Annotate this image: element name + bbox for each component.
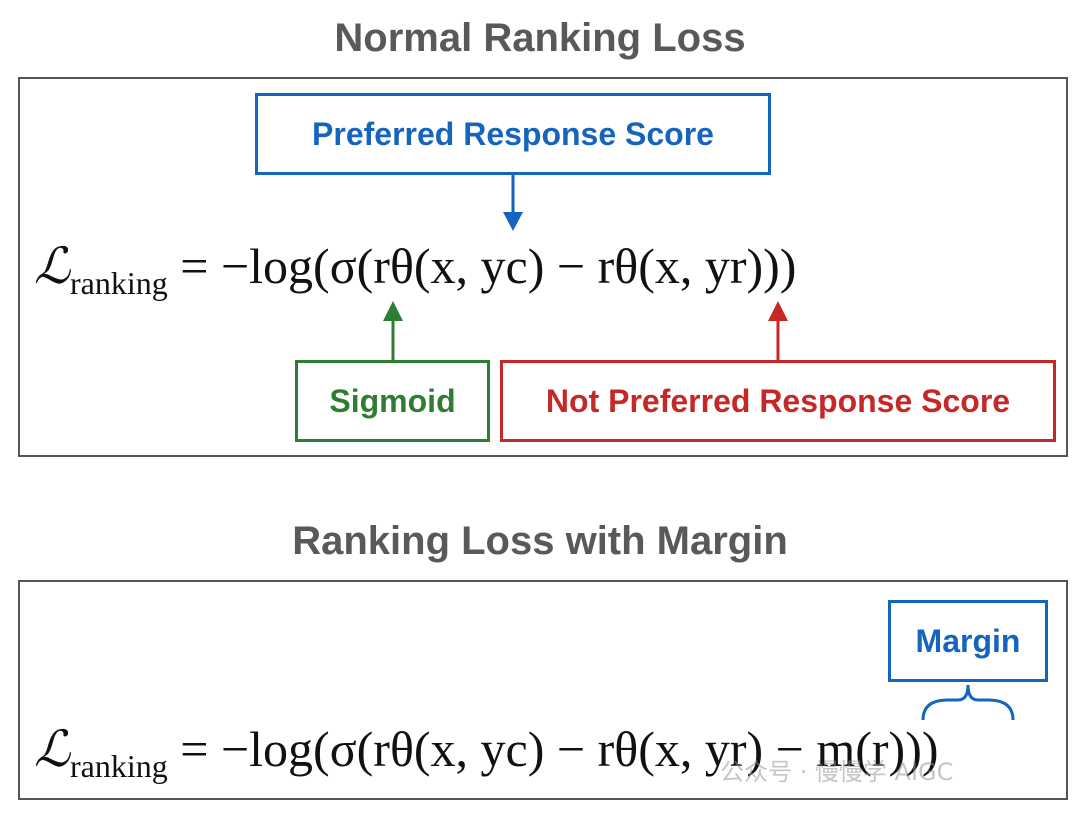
preferred-response-score-label: Preferred Response Score: [255, 93, 771, 175]
not-preferred-arrow-head: [768, 301, 788, 321]
section-title-normal-ranking-loss: Normal Ranking Loss: [334, 16, 746, 60]
section-title-ranking-loss-with-margin: Ranking Loss with Margin: [292, 519, 788, 563]
normal-ranking-loss-panel: Preferred Response Score ℒranking = −log…: [18, 77, 1068, 457]
loss-symbol: ℒ: [34, 720, 71, 778]
ranking-loss-margin-panel: Margin ℒranking = −log(σ(rθ(x, yc) − rθ(…: [18, 580, 1068, 800]
formula-rhs: = −log(σ(rθ(x, yc) − rθ(x, yr) − m(r))): [180, 721, 939, 777]
not-preferred-response-score-label: Not Preferred Response Score: [500, 360, 1056, 442]
curly-brace-icon: [921, 684, 1015, 721]
loss-subscript: ranking: [70, 748, 168, 785]
loss-symbol: ℒ: [34, 237, 71, 295]
ranking-loss-margin-formula: ℒranking = −log(σ(rθ(x, yc) − rθ(x, yr) …: [34, 724, 939, 782]
watermark: 公众号 · 慢慢学 AIGC: [720, 758, 954, 786]
ranking-loss-formula: ℒranking = −log(σ(rθ(x, yc) − rθ(x, yr))…: [34, 241, 796, 299]
sigmoid-label: Sigmoid: [295, 360, 490, 442]
preferred-arrow-head: [503, 212, 523, 231]
margin-label: Margin: [888, 600, 1048, 682]
formula-rhs: = −log(σ(rθ(x, yc) − rθ(x, yr))): [180, 238, 797, 294]
loss-subscript: ranking: [70, 265, 168, 302]
sigmoid-arrow-head: [383, 301, 403, 321]
